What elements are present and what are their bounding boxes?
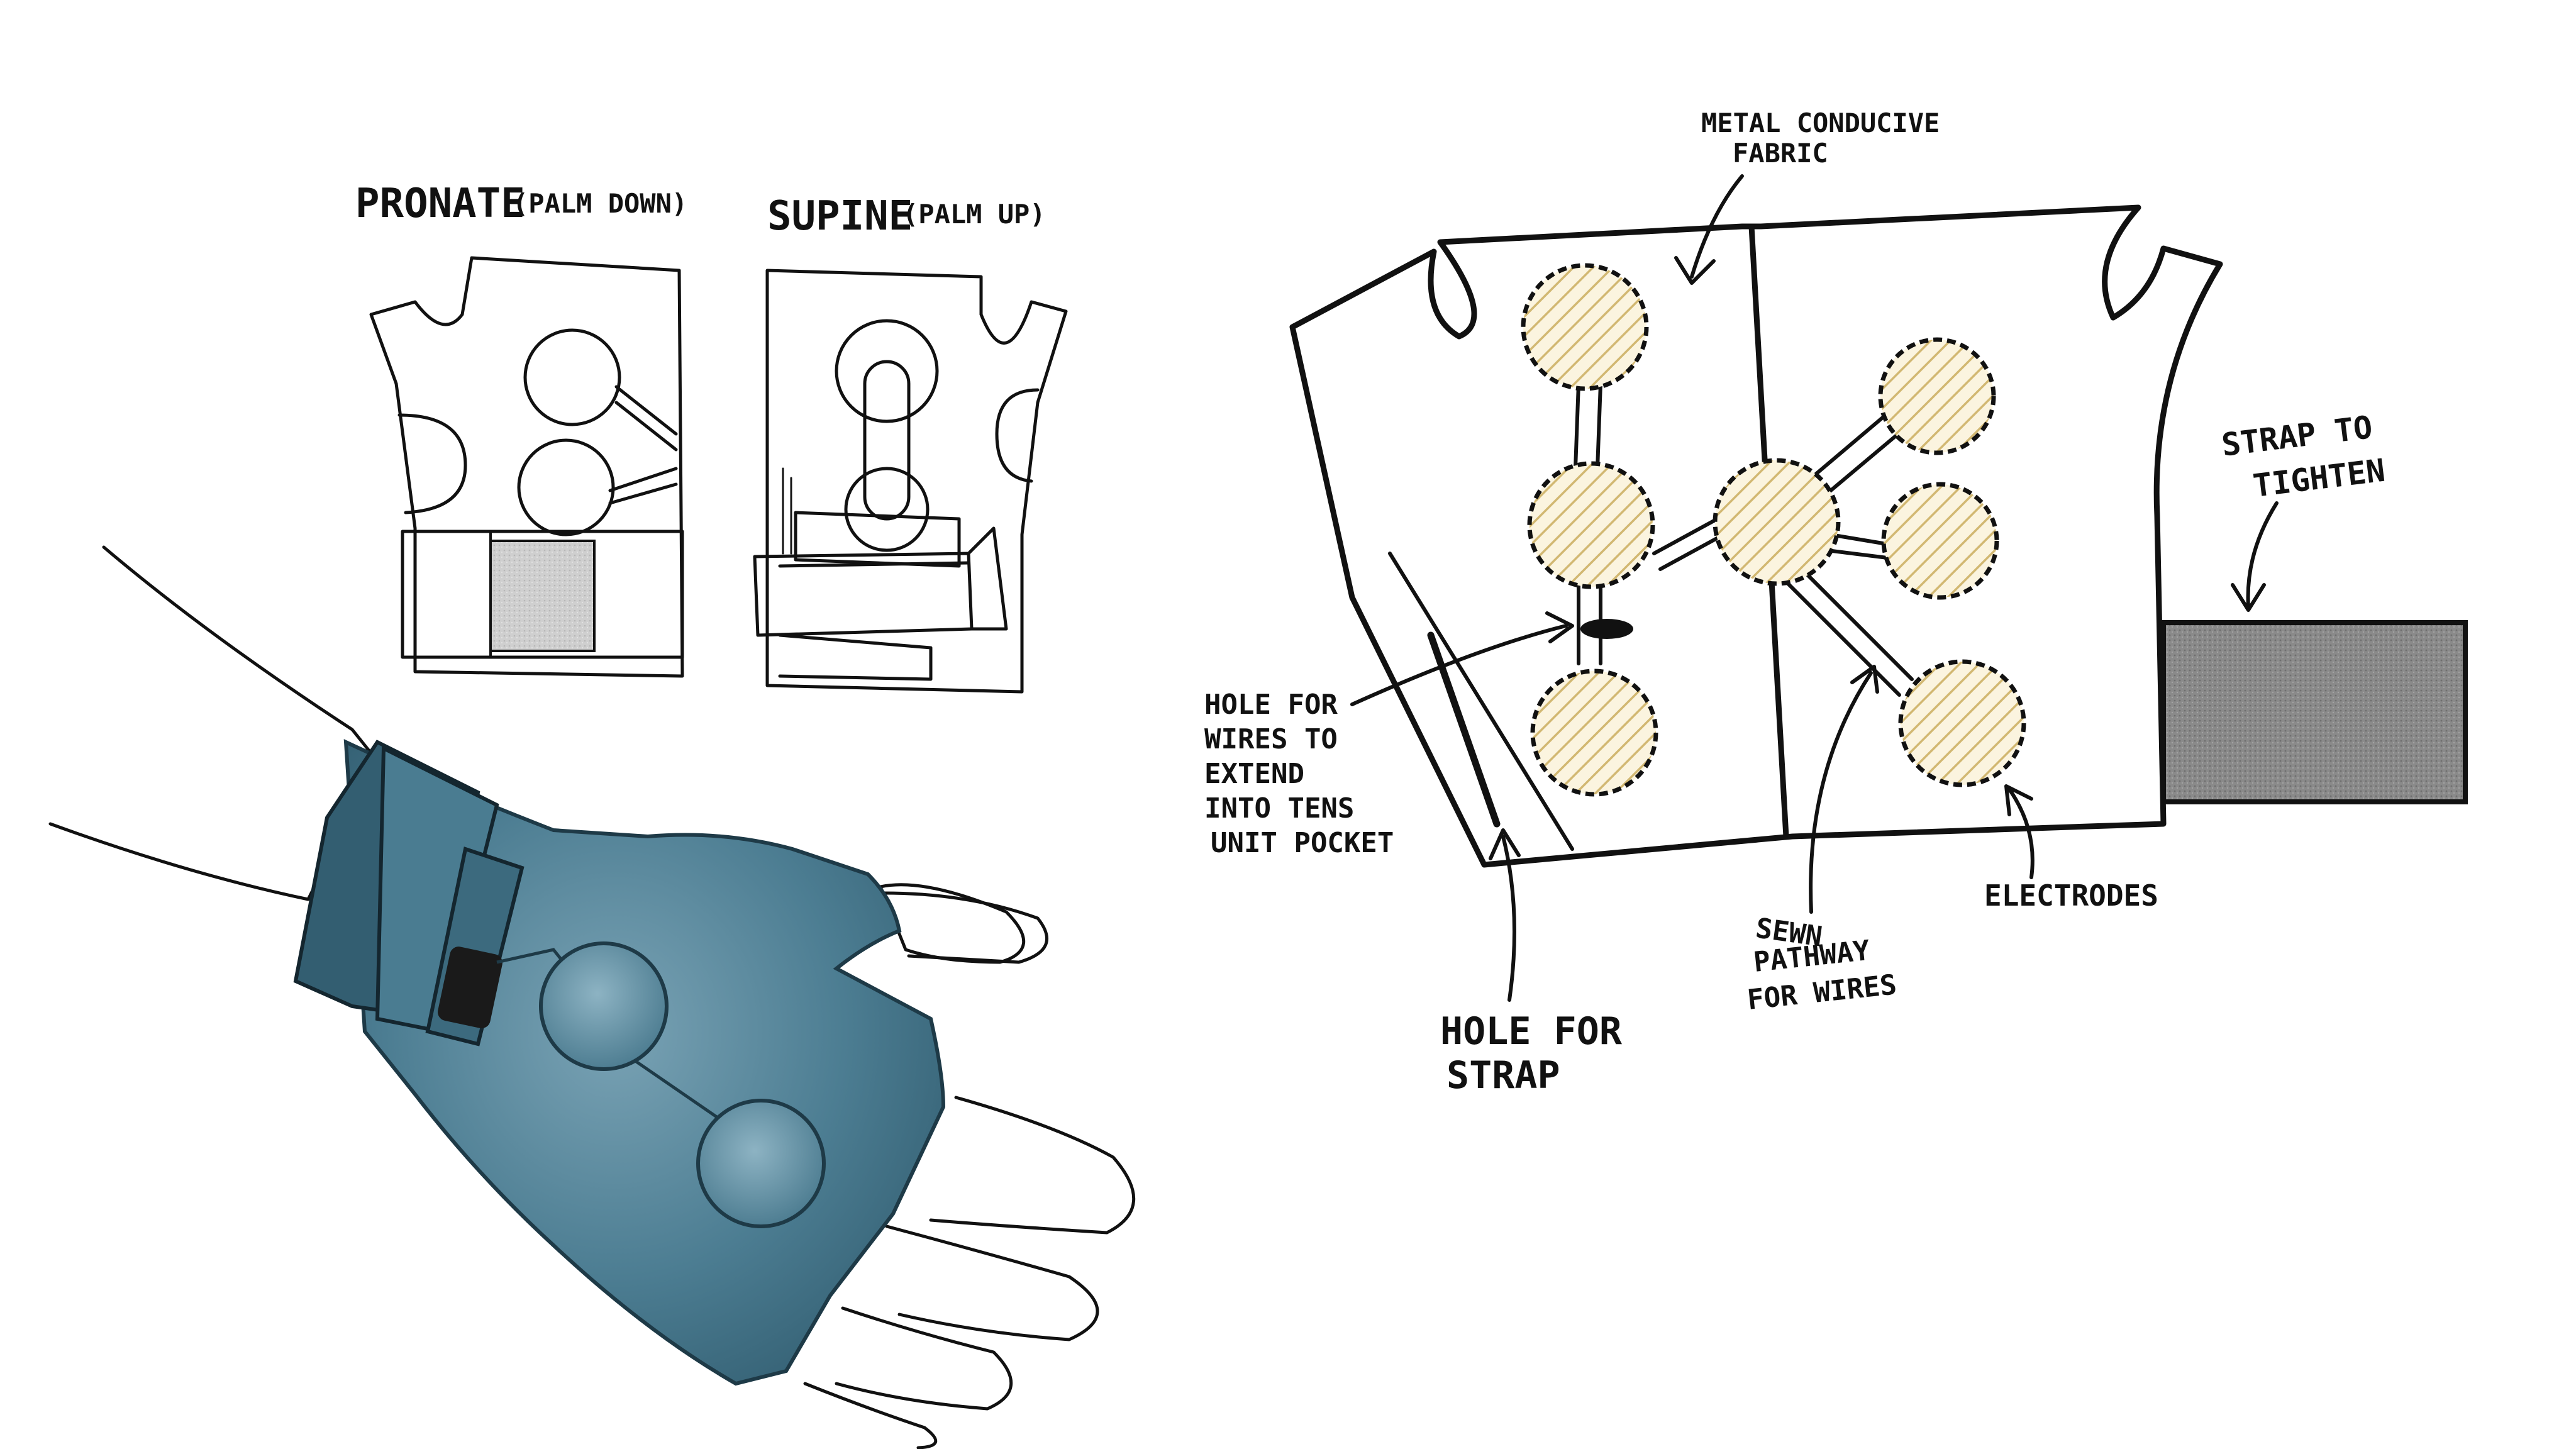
glove-electrode-upper (539, 941, 669, 1071)
supine-note: (PALM UP) (902, 199, 1046, 230)
callout-strap-hole-line2: STRAP (1446, 1053, 1560, 1097)
electrode-2 (1527, 461, 1655, 589)
callout-fabric: METAL CONDUCIVE FABRIC (1674, 108, 1940, 285)
pronate-wire-path (608, 385, 678, 505)
electrode-3 (1530, 669, 1658, 797)
strap-hole-slot (1427, 631, 1501, 828)
electrodes (1521, 263, 2026, 797)
callout-electrodes: ELECTRODES (1984, 784, 2158, 913)
supine-electrode-low (844, 467, 930, 552)
glove-electrode-lower (696, 1099, 826, 1228)
pronate-title: PRONATE (355, 180, 525, 227)
callout-strap-hole: HOLE FOR STRAP (1440, 828, 1623, 1097)
electrode-4 (1713, 458, 1841, 586)
callout-fabric-line2: FABRIC (1733, 138, 1828, 169)
supine-glove-outline (765, 269, 1068, 694)
pronate-strap (401, 530, 684, 659)
callout-wire-line3: EXTEND (1204, 758, 1304, 790)
wire-exit-hole (1580, 619, 1633, 639)
forearm-outline (48, 545, 379, 901)
supine-electrode-stem (863, 360, 911, 521)
callout-wire-hole: HOLE FOR WIRES TO EXTEND INTO TENS UNIT … (1204, 611, 1574, 859)
callouts: METAL CONDUCIVE FABRIC STRAP TO TIGHTEN … (1204, 108, 2387, 1097)
electrode-5 (1878, 337, 1996, 455)
supine-electrode-side (995, 388, 1040, 483)
pattern-outline (1289, 204, 2223, 868)
callout-wire-line2: WIRES TO (1204, 723, 1338, 755)
thumb (879, 883, 1025, 964)
callout-wire-line1: HOLE FOR (1204, 689, 1338, 721)
pronate-electrode-top (523, 328, 621, 426)
callout-strap-hole-line1: HOLE FOR (1440, 1009, 1623, 1053)
supine-electrode-top (835, 319, 939, 423)
electrode-1 (1521, 263, 1649, 391)
callout-wire-line4: INTO TENS (1204, 792, 1354, 824)
tens-unit-pocket (438, 947, 502, 1029)
pronate-electrode-mid (517, 438, 615, 536)
pronate-view: PRONATE (PALM DOWN) (355, 180, 687, 678)
electrode-7 (1898, 659, 2026, 787)
supine-title: SUPINE (767, 193, 913, 240)
supine-view: SUPINE (PALM UP) (753, 193, 1068, 694)
supine-tens-pocket (794, 511, 961, 568)
rendered-hand-glove (48, 545, 1135, 1449)
tightening-strap (2161, 620, 2468, 804)
hand-fingers (803, 891, 1135, 1449)
pronate-electrode-side (397, 413, 467, 514)
callout-strap-line2: TIGHTEN (2251, 452, 2387, 504)
pronate-velcro-patch (489, 540, 596, 652)
wire-pathways (1574, 382, 1914, 697)
callout-strap-tighten: STRAP TO TIGHTEN (2219, 409, 2387, 612)
supine-strap-tail (967, 526, 1008, 631)
callout-wire-line5: UNIT POCKET (1211, 827, 1394, 859)
callout-fabric-line1: METAL CONDUCIVE (1701, 108, 1940, 138)
electrode-6 (1881, 482, 1999, 600)
flat-pattern (1289, 204, 2468, 868)
pronate-note: (PALM DOWN) (513, 188, 687, 219)
pronate-glove-outline (369, 256, 684, 678)
callout-electrodes-label: ELECTRODES (1984, 879, 2158, 913)
